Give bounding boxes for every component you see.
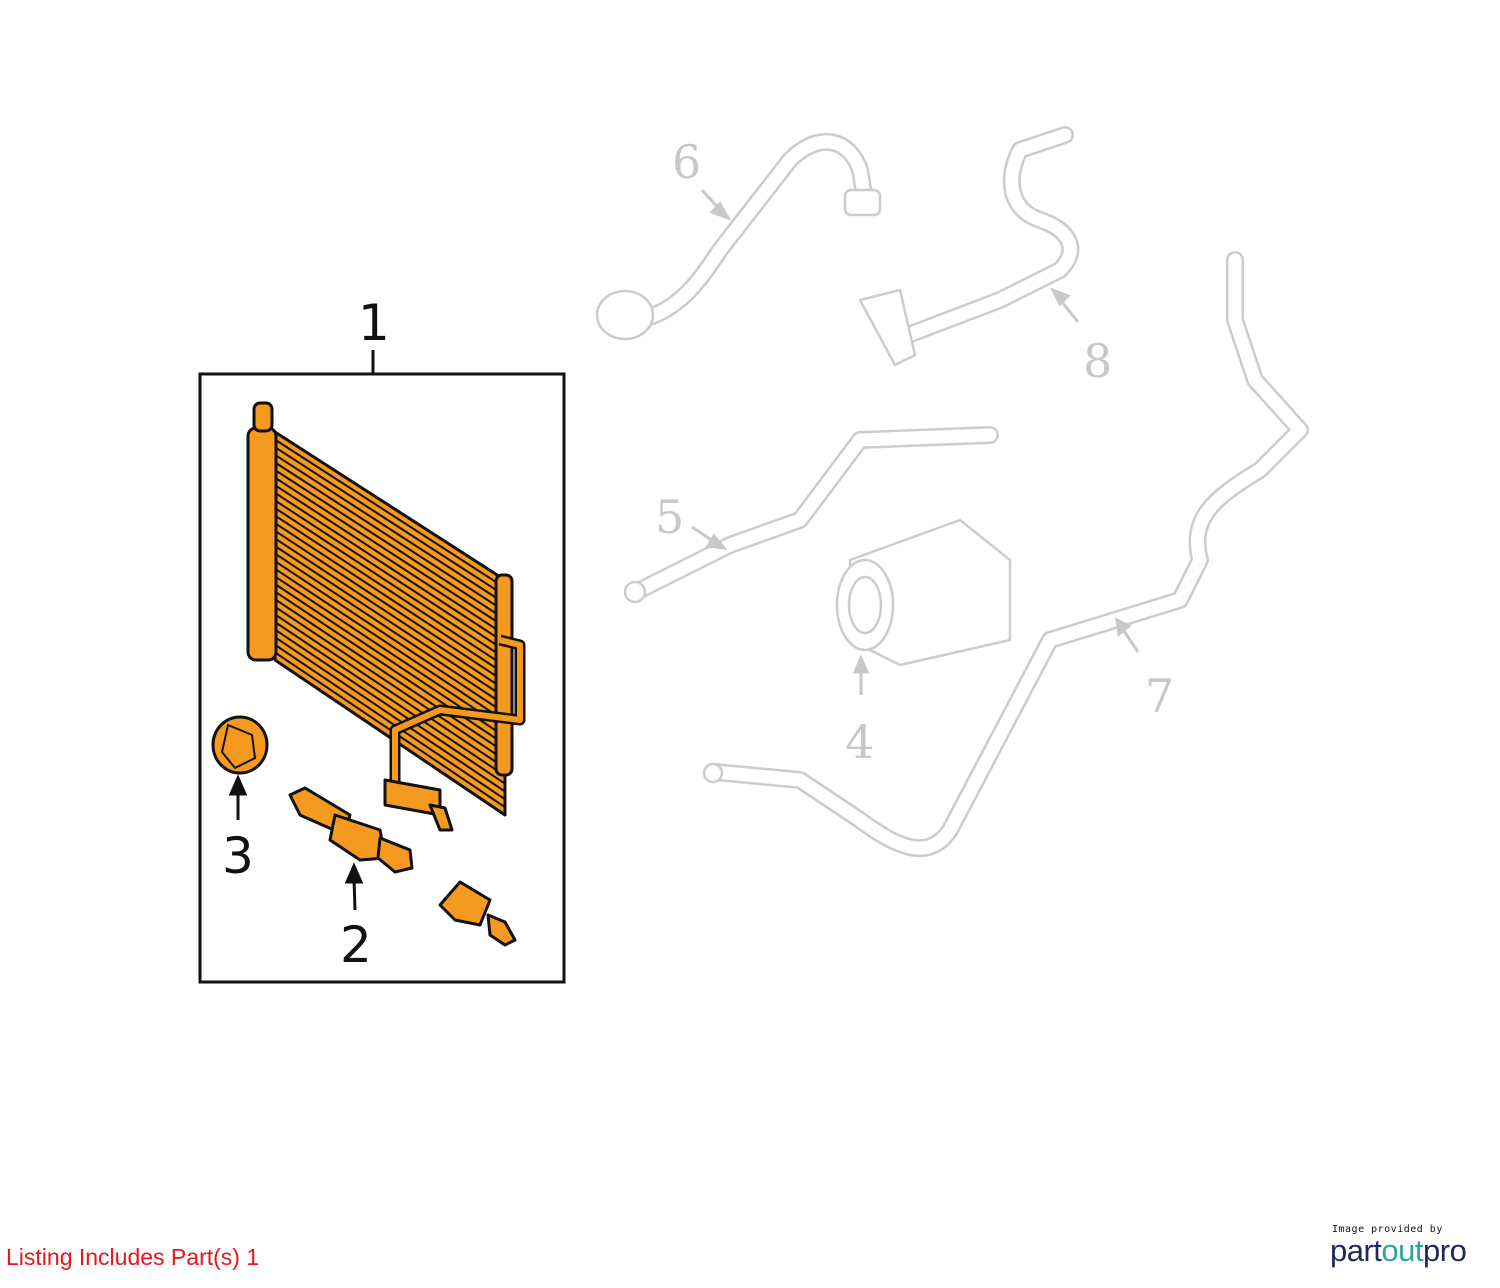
condenser-fin — [274, 590, 506, 746]
condenser-fin — [274, 529, 506, 683]
condenser-fin — [274, 446, 506, 597]
callout-5: 5 — [655, 490, 684, 544]
hose-7 — [702, 251, 1309, 857]
condenser-fin — [274, 567, 506, 722]
condenser-fin — [274, 438, 506, 589]
condenser-fin — [274, 575, 506, 730]
condenser-fin — [274, 552, 506, 707]
condenser-fin — [274, 469, 506, 621]
hose-5 — [623, 426, 999, 604]
part-2-sensor[interactable] — [288, 786, 414, 874]
condenser-fin — [274, 643, 506, 801]
condenser-fin — [274, 484, 506, 636]
condenser-fin — [274, 605, 506, 761]
condenser-fin — [274, 628, 506, 785]
condenser-fin — [274, 545, 506, 699]
condenser[interactable] — [246, 401, 526, 832]
condenser-fin — [274, 507, 506, 660]
logo-brand: partoutpro — [1330, 1233, 1467, 1268]
callout-6: 6 — [672, 135, 701, 189]
condenser-fin — [274, 621, 506, 777]
compressor-4 — [835, 518, 1012, 667]
valve-fitting[interactable] — [438, 880, 517, 947]
condenser-fin — [274, 461, 506, 613]
condenser-fin — [274, 636, 506, 793]
listing-caption: Listing Includes Part(s) 1 — [6, 1244, 260, 1270]
condenser-fin — [274, 598, 506, 754]
condenser-fin — [274, 613, 506, 769]
callout-4: 4 — [845, 715, 874, 769]
condenser-fin — [274, 522, 506, 675]
ghost-arrows — [691, 188, 1140, 695]
condenser-fin — [274, 514, 506, 668]
partoutpro-logo: Image provided by partoutpro — [1330, 1224, 1490, 1267]
hose-6 — [595, 133, 882, 341]
condenser-fin — [274, 476, 506, 628]
callout-2: 2 — [340, 916, 372, 974]
part-3-cap[interactable] — [211, 715, 269, 775]
condenser-fin — [274, 491, 506, 644]
callout-1: 1 — [358, 294, 390, 352]
callout-7: 7 — [1145, 669, 1174, 723]
hose-8 — [858, 126, 1080, 367]
logo-provided-by: Image provided by — [1332, 1224, 1443, 1235]
callout-3: 3 — [222, 827, 254, 885]
condenser-fin — [274, 537, 506, 691]
callout-8: 8 — [1083, 334, 1112, 388]
condenser-fin — [274, 453, 506, 605]
condenser-fin — [274, 560, 506, 715]
condenser-fin — [274, 499, 506, 652]
